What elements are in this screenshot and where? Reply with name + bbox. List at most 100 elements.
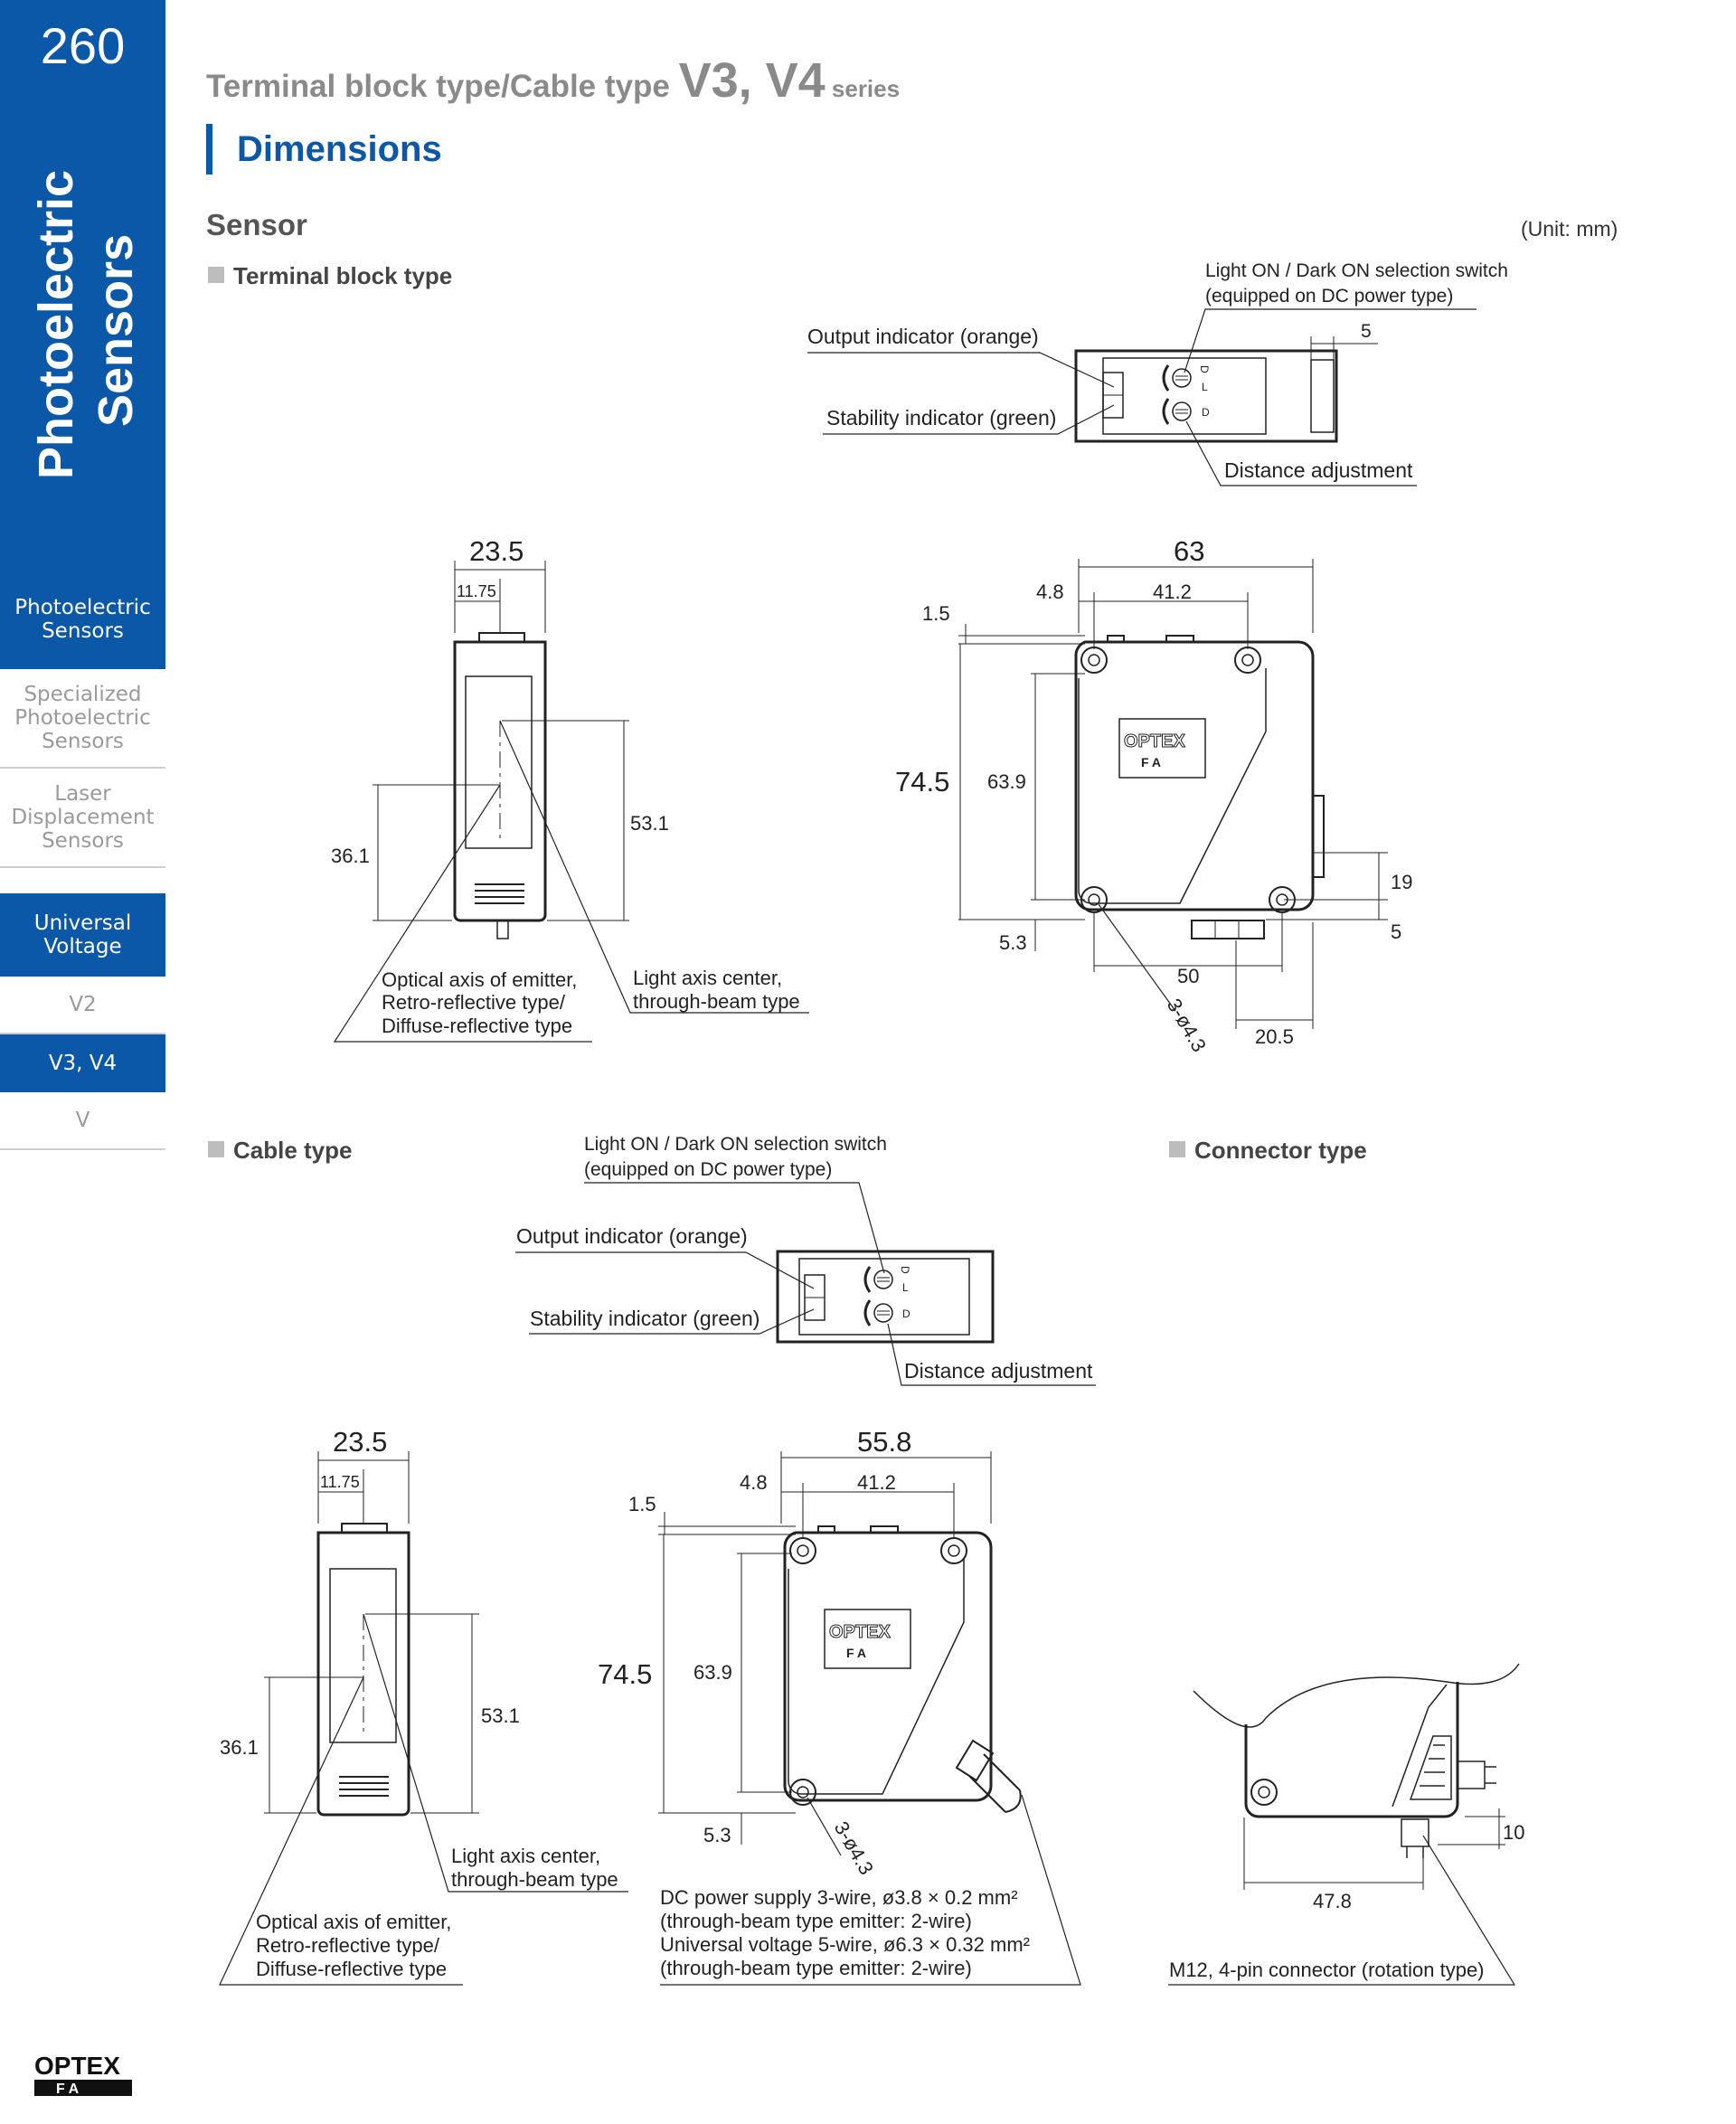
title-suffix: series <box>825 75 901 102</box>
dim-63: 63 <box>1174 535 1204 567</box>
nav-label-line: Specialized <box>24 683 142 706</box>
connector-type-heading: Connector type <box>1169 1137 1367 1165</box>
dim-width: 23.5 <box>469 535 524 567</box>
light-label-line2: through-beam type <box>633 990 800 1013</box>
dim-10: 10 <box>1503 1821 1524 1844</box>
switch-label-line2: (equipped on DC power type) <box>584 1159 832 1180</box>
switch-arc-icon <box>1162 364 1170 392</box>
mark-d: D <box>1198 365 1211 373</box>
dim-1-5: 1.5 <box>922 602 950 625</box>
distance-adjustment-label: Distance adjustment <box>1224 458 1413 482</box>
output-indicator-leader <box>515 1251 815 1289</box>
square-bullet-icon <box>208 1141 224 1157</box>
nav-specialized-photoelectric-sensors[interactable]: Specialized Photoelectric Sensors <box>0 669 165 769</box>
dim-47-8: 47.8 <box>1313 1890 1352 1912</box>
mark-l: L <box>902 1281 909 1294</box>
cable-type-heading: Cable type <box>208 1137 353 1165</box>
square-bullet-icon <box>208 267 224 283</box>
dim-4-8: 4.8 <box>740 1471 768 1494</box>
dim-4-8: 4.8 <box>1036 581 1064 603</box>
category-title-line1: Photoelectric <box>29 170 83 479</box>
nav-universal-voltage[interactable]: Universal Voltage <box>0 893 165 977</box>
sidebar-category-title: Photoelectric Sensors <box>29 170 143 479</box>
heading-text: Cable type <box>233 1137 353 1164</box>
mark-l: L <box>1202 381 1208 393</box>
terminal-cover <box>1310 359 1335 433</box>
cable-note-line2: (through-beam type emitter: 2-wire) <box>660 1910 972 1932</box>
m12-connector-bottom <box>1401 1818 1429 1847</box>
output-indicator-leader <box>807 352 1115 388</box>
dim-h2: 53.1 <box>630 812 669 835</box>
sidebar: 260 Photoelectric Sensors Photoelectric … <box>0 0 165 1153</box>
dim-20-5: 20.5 <box>1255 1025 1294 1048</box>
emitter-label-line2: Retro-reflective type/ <box>256 1934 440 1957</box>
nav-label-line: Displacement <box>11 806 155 829</box>
connector-note: M12, 4-pin connector (rotation type) <box>1169 1959 1485 1981</box>
switch-label-line2: (equipped on DC power type) <box>1205 286 1453 307</box>
logo-bottom: F A <box>56 2082 80 2097</box>
nav-label-line: Sensors <box>42 619 124 643</box>
logo-bar <box>34 2080 132 2096</box>
dim-19: 19 <box>1391 871 1412 893</box>
dim-5-3: 5.3 <box>999 931 1027 954</box>
cable-note-line4: (through-beam type emitter: 2-wire) <box>660 1957 972 1979</box>
terminal-block-heading: Terminal block type <box>208 262 452 290</box>
nav-label-line: V2 <box>69 993 97 1016</box>
emitter-label-line3: Diffuse-reflective type <box>382 1015 572 1037</box>
dim-5-3: 5.3 <box>703 1824 731 1846</box>
switch-leader <box>1184 308 1477 373</box>
subsection-title: Sensor <box>206 208 307 241</box>
nav-label-line: Photoelectric <box>14 706 151 730</box>
switch-arc-icon <box>863 1266 872 1293</box>
dim-half: 11.75 <box>320 1473 360 1491</box>
terminal-top-view: D L D Light ON / Dark ON selection switc… <box>807 260 1508 486</box>
emitter-label-line1: Optical axis of emitter, <box>382 968 577 991</box>
cable-top-view: D L D Light ON / Dark ON selection switc… <box>515 1134 1096 1386</box>
switch-label-line1: Light ON / Dark ON selection switch <box>1205 260 1508 281</box>
emitter-axis-leader <box>219 1676 463 1986</box>
plate-logo-top: OPTEX <box>829 1622 891 1642</box>
dim-74-5: 74.5 <box>895 766 949 798</box>
nav-v2[interactable]: V2 <box>0 977 165 1034</box>
m12-connector-side <box>1457 1761 1486 1789</box>
cable-note-line1: DC power supply 3-wire, ø3.8 × 0.2 mm² <box>660 1886 1018 1909</box>
nav-v3-v4[interactable]: V3, V4 <box>0 1034 165 1092</box>
heading-text: Terminal block type <box>233 262 453 289</box>
dim-h1: 36.1 <box>220 1736 259 1759</box>
emitter-label-line1: Optical axis of emitter, <box>256 1911 451 1933</box>
nav-label-line: Laser <box>54 782 111 806</box>
cable-side-view: 23.5 11.75 36.1 53.1 Light axis center, … <box>219 1426 628 1986</box>
knob-arc-icon <box>1162 398 1170 425</box>
mounting-hole-icon <box>1250 1779 1278 1806</box>
adjust-knob-icon <box>1172 401 1192 421</box>
mounting-hole-icon <box>1234 647 1261 674</box>
nav-label-line: Photoelectric <box>14 596 151 619</box>
output-indicator-label: Output indicator (orange) <box>516 1224 748 1248</box>
cable-note-leader <box>660 1794 1081 1986</box>
nav-label-line: V <box>75 1109 90 1132</box>
emitter-axis-leader <box>333 784 592 1043</box>
mounting-hole-icon <box>1080 647 1108 674</box>
sidebar-category-panel: 260 Photoelectric Sensors <box>0 0 165 570</box>
stability-indicator-leader <box>529 1308 815 1335</box>
cable <box>968 1753 1021 1813</box>
dim-half: 11.75 <box>457 582 496 600</box>
distance-adjustment-label: Distance adjustment <box>904 1359 1093 1383</box>
front-housing <box>783 1531 993 1802</box>
nav-v[interactable]: V <box>0 1092 165 1150</box>
dim-63-9: 63.9 <box>693 1661 732 1684</box>
dim-41-2: 41.2 <box>1153 581 1192 603</box>
logo-top: OPTEX <box>34 2052 120 2080</box>
nav-label-line: V3, V4 <box>48 1052 118 1075</box>
lens-window <box>465 675 533 849</box>
selection-switch-icon <box>873 1270 893 1289</box>
emitter-label-line3: Diffuse-reflective type <box>256 1958 447 1980</box>
unit-note: (Unit: mm) <box>1521 217 1618 241</box>
emitter-label-line2: Retro-reflective type/ <box>382 991 566 1014</box>
dim-55-8: 55.8 <box>857 1426 911 1458</box>
nav-photoelectric-sensors[interactable]: Photoelectric Sensors <box>0 570 165 669</box>
mark-d: D <box>899 1266 911 1274</box>
terminal-side-view: 23.5 11.75 36.1 53.1 Optical axis of emi… <box>331 535 809 1043</box>
nav-laser-displacement-sensors[interactable]: Laser Displacement Sensors <box>0 769 165 868</box>
